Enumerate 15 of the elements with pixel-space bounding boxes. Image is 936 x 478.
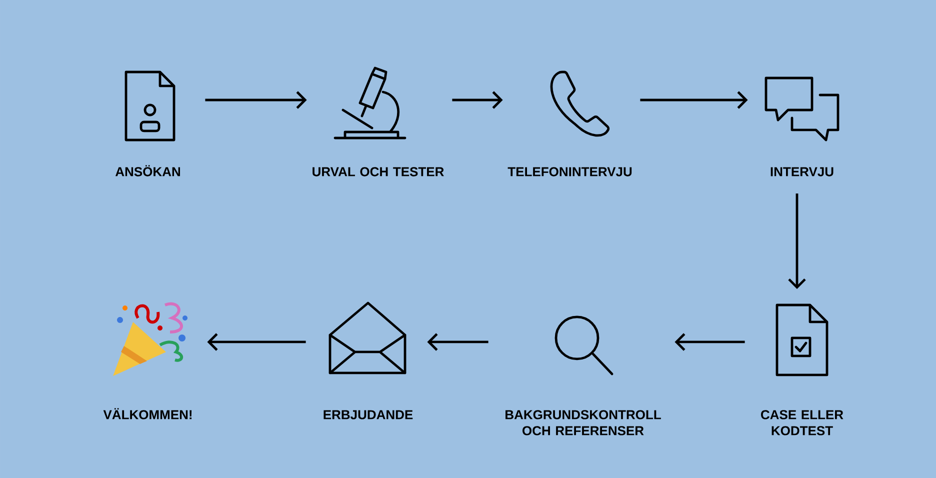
step-label: BAKGRUNDSKONTROLL OCH REFERENSER	[506, 410, 661, 436]
step-label: ANSÖKAN	[115, 165, 180, 176]
arrow	[207, 333, 306, 351]
arrow	[427, 333, 488, 351]
step-label: URVAL OCH TESTER	[312, 167, 444, 176]
step-label: TELEFONINTERVJU	[508, 167, 632, 176]
step-label: CASE ELLER KODTEST	[761, 410, 844, 436]
arrow	[788, 194, 806, 289]
arrow	[674, 333, 745, 351]
step-label: ERBJUDANDE	[324, 410, 413, 420]
step-label: VÄLKOMMEN!	[103, 408, 192, 420]
step-label: INTERVJU	[770, 167, 834, 176]
arrow	[452, 91, 503, 109]
arrow	[205, 91, 307, 109]
arrow	[640, 91, 748, 109]
